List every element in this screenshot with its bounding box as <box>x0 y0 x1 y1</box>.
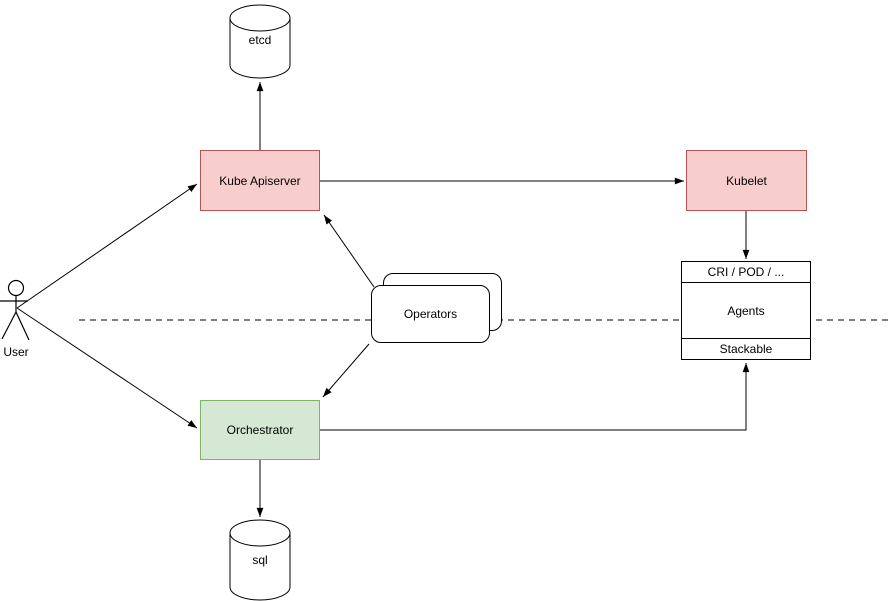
kube-apiserver-label: Kube Apiserver <box>219 173 301 188</box>
operators-node[interactable]: Operators <box>371 285 490 343</box>
edge-orchestrator-to-stackable[interactable] <box>320 363 750 431</box>
user-actor[interactable] <box>0 279 30 341</box>
cri-agents-stackable-node[interactable]: CRI / POD / ... Agents Stackable <box>681 261 811 360</box>
user-label: User <box>3 345 29 359</box>
etcd-label: etcd <box>248 33 272 47</box>
orchestrator-node[interactable]: Orchestrator <box>200 400 320 460</box>
stackable-label: Stackable <box>719 342 773 356</box>
edge-operators-to-orchestrator[interactable] <box>322 343 370 398</box>
kubelet-label: Kubelet <box>726 173 767 188</box>
etcd-cylinder[interactable] <box>229 4 291 79</box>
stackable-row[interactable]: Stackable <box>682 338 810 359</box>
operators-label: Operators <box>403 307 458 321</box>
agents-label: Agents <box>727 303 765 318</box>
edge-user-to-apiserver[interactable] <box>16 183 198 309</box>
agents-row[interactable]: Agents <box>682 283 810 338</box>
kubelet-node[interactable]: Kubelet <box>686 150 807 211</box>
edge-user-to-orchestrator[interactable] <box>16 307 198 429</box>
cri-pod-label: CRI / POD / ... <box>707 265 785 279</box>
sql-label: sql <box>252 553 268 567</box>
edge-operators-to-apiserver[interactable] <box>323 214 375 288</box>
orchestrator-label: Orchestrator <box>226 423 294 437</box>
kube-apiserver-node[interactable]: Kube Apiserver <box>200 150 320 211</box>
cri-pod-row[interactable]: CRI / POD / ... <box>682 262 810 283</box>
sql-cylinder[interactable] <box>229 519 291 601</box>
